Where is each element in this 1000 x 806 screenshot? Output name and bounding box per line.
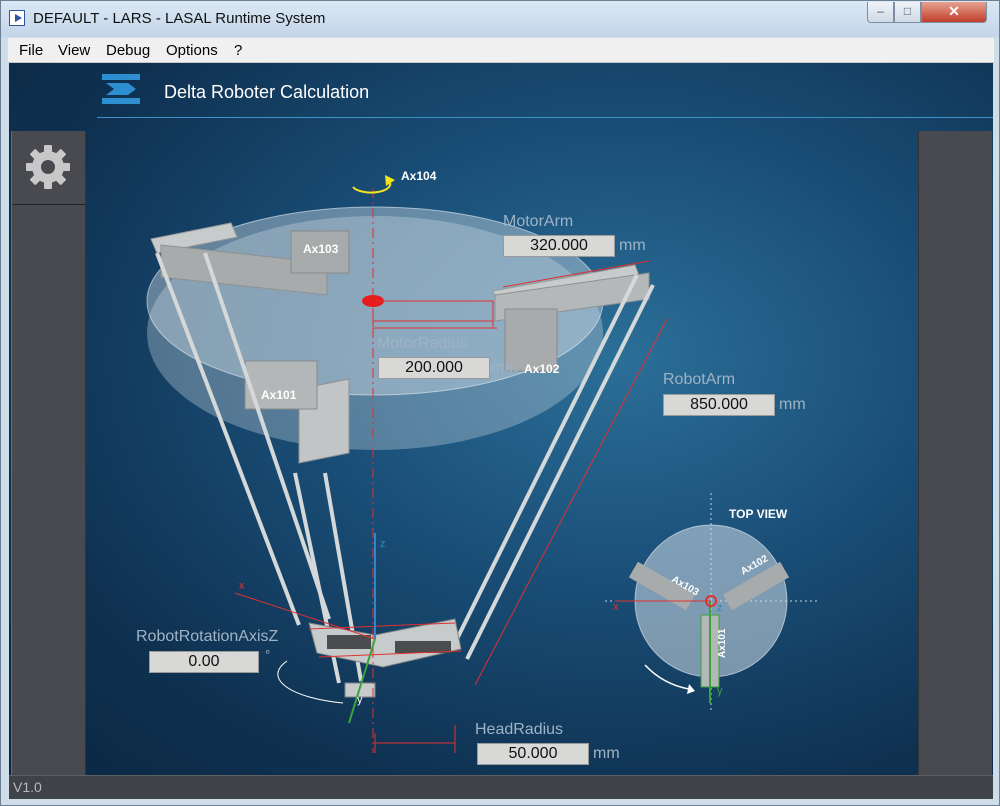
motor-radius-dimension: [372, 300, 497, 329]
title-bar[interactable]: DEFAULT - LARS - LASAL Runtime System – …: [1, 1, 999, 37]
y-axis-line: [348, 638, 376, 724]
z-axis-label: z: [380, 538, 386, 550]
y-axis-label: y: [357, 694, 363, 706]
head-joint-left: [327, 635, 371, 649]
robot-arm-label: RobotArm: [663, 371, 736, 388]
left-sidebar: [11, 131, 86, 775]
robot-arm-dimension: [474, 318, 668, 686]
minimize-button[interactable]: –: [867, 2, 894, 23]
close-button[interactable]: ✕: [921, 2, 987, 23]
hmi-screen: Delta Roboter Calculation: [9, 63, 993, 799]
top-view-z-label: z: [717, 602, 723, 614]
head-outline: [308, 622, 456, 630]
motor-radius-label: MotorRadius: [377, 335, 468, 352]
ax102-label: Ax102: [524, 362, 560, 376]
rotation-axis-z-label: RobotRotationAxisZ: [136, 628, 279, 645]
robot-arm-input[interactable]: 850.000: [663, 394, 775, 416]
ax101-label: Ax101: [261, 388, 297, 402]
page-title: Delta Roboter Calculation: [164, 82, 370, 102]
header-divider: [97, 117, 993, 118]
mount-bracket-left: [150, 222, 238, 254]
motor-arm-unit: mm: [619, 237, 646, 254]
settings-button[interactable]: [12, 131, 85, 205]
top-view: [605, 493, 819, 713]
maximize-button[interactable]: □: [894, 2, 921, 23]
top-view-ax101: Ax101: [717, 628, 728, 658]
motor-arm-label: MotorArm: [503, 213, 574, 230]
menu-debug[interactable]: Debug: [106, 42, 151, 59]
head-radius-unit: mm: [593, 745, 620, 762]
motor-ax102: [504, 308, 558, 372]
app-icon[interactable]: [9, 10, 25, 26]
motor-radius-input[interactable]: 200.000: [378, 357, 490, 379]
window-title: DEFAULT - LARS - LASAL Runtime System: [33, 10, 326, 27]
motor-arm-input[interactable]: 320.000: [503, 235, 615, 257]
right-sidebar: [918, 131, 992, 775]
status-bar: V1.0: [9, 775, 993, 799]
ax103-label: Ax103: [303, 242, 339, 256]
motor-radius-unit: mm: [491, 359, 518, 376]
menu-file[interactable]: File: [19, 42, 44, 59]
top-view-y-label: y: [717, 685, 723, 697]
motor-arm-dimension: [502, 260, 650, 288]
head-radius-dimension: [374, 725, 456, 753]
robot-arm-unit: mm: [779, 396, 806, 413]
head-rotation-arc: [277, 660, 344, 704]
top-view-x-label: x: [613, 601, 619, 613]
rotation-axis-z-unit: °: [265, 647, 271, 662]
menu-help[interactable]: ?: [234, 42, 243, 59]
menu-bar: File View Debug Options ?: [8, 38, 994, 63]
delta-robot-diagram: Ax103 Ax102 Ax101: [146, 169, 819, 753]
head-radius-input[interactable]: 50.000: [477, 743, 589, 765]
menu-view[interactable]: View: [58, 42, 91, 59]
logo-icon: [102, 74, 140, 104]
x-axis-line: [234, 592, 376, 640]
version-label: V1.0: [13, 779, 42, 795]
x-axis-label: x: [239, 580, 245, 592]
head-radius-label: HeadRadius: [475, 721, 564, 738]
gear-icon: [26, 145, 70, 189]
menu-options[interactable]: Options: [166, 42, 218, 59]
rotation-arrow-icon: [352, 175, 395, 194]
motor-ax103: [290, 230, 350, 274]
top-view-title: TOP VIEW: [729, 507, 788, 521]
head-joint-right: [395, 641, 451, 653]
rotation-axis-z-input[interactable]: 0.00: [149, 651, 259, 673]
ax104-label: Ax104: [401, 169, 437, 183]
